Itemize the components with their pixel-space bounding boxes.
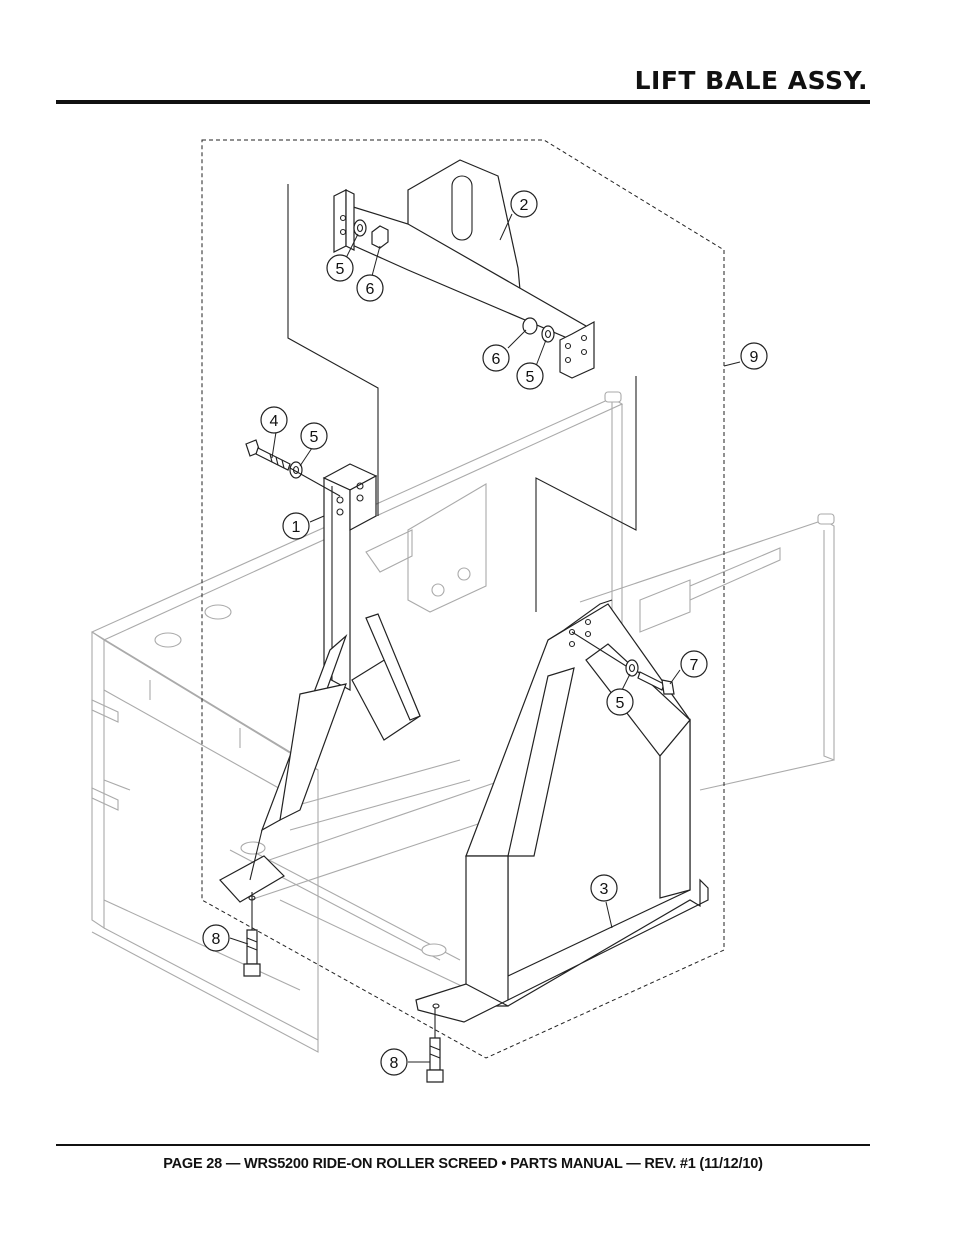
callout-label: 5	[616, 695, 625, 712]
bolt-part-8-left	[243, 929, 261, 977]
explosion-guides	[251, 184, 637, 1038]
callout-6-right: 6	[482, 344, 510, 372]
callout-2: 2	[510, 190, 538, 218]
callout-5-upper-right: 5	[516, 362, 544, 390]
callout-5-right: 5	[606, 688, 634, 716]
callout-8-left: 8	[202, 924, 230, 952]
callout-1: 1	[282, 512, 310, 540]
callout-label: 5	[336, 261, 345, 278]
callout-9: 9	[740, 342, 768, 370]
upright-post-part-1	[322, 463, 378, 692]
callout-label: 6	[492, 351, 501, 368]
bolt-part-7	[625, 659, 675, 695]
lift-bale-part-2	[333, 159, 595, 379]
leader-lines	[229, 213, 741, 1063]
callout-label: 1	[292, 519, 301, 536]
callout-label: 3	[600, 881, 609, 898]
bolt-part-4	[245, 439, 303, 479]
bale-hardware	[353, 219, 555, 343]
callout-label: 8	[390, 1055, 399, 1072]
callout-8-right: 8	[380, 1048, 408, 1076]
callout-4: 4	[260, 406, 288, 434]
callout-7: 7	[680, 650, 708, 678]
machine-frame-ghost	[90, 391, 835, 1053]
page-footer: PAGE 28 — WRS5200 RIDE-ON ROLLER SCREED …	[163, 1156, 763, 1172]
footer-rule	[56, 1144, 870, 1146]
bolt-part-8-right	[426, 1037, 444, 1083]
page-title: LIFT BALE ASSY.	[634, 66, 868, 95]
callout-label: 7	[690, 657, 699, 674]
callout-label: 5	[310, 429, 319, 446]
callout-5-upper-left: 5	[326, 254, 354, 282]
callout-label: 6	[366, 281, 375, 298]
base-frame-part-3	[219, 599, 709, 1023]
header-rule	[56, 100, 870, 104]
callout-label: 9	[750, 349, 759, 366]
callout-label: 2	[520, 197, 529, 214]
callout-label: 5	[526, 369, 535, 386]
callout-label: 8	[212, 931, 221, 948]
callout-label: 4	[270, 413, 279, 430]
callout-3: 3	[590, 874, 618, 902]
callout-5-left: 5	[300, 422, 328, 450]
callout-6-left: 6	[356, 274, 384, 302]
